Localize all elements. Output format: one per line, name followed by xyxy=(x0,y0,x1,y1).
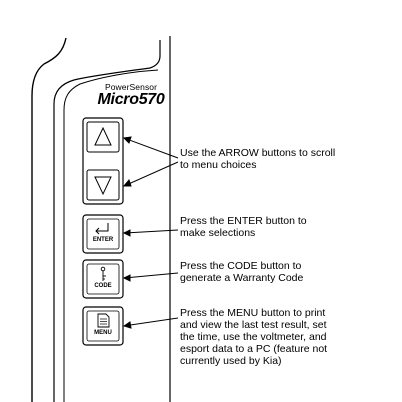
callout-lines xyxy=(122,136,179,329)
callout-arrows: Use the ARROW buttons to scroll to menu … xyxy=(180,147,402,171)
device-inner-outline-2 xyxy=(63,69,159,402)
brand-model: Micro570 xyxy=(97,91,165,108)
code-button-label: CODE xyxy=(94,283,112,289)
callout-menu-line2: and view the last test result, set xyxy=(180,319,327,331)
callout-code: Press the CODE button to generate a Warr… xyxy=(180,260,402,284)
callout-enter: Press the ENTER button to make selection… xyxy=(180,215,402,239)
callout-code-line2: generate a Warranty Code xyxy=(180,272,304,284)
menu-button-label: MENU xyxy=(94,330,112,336)
callout-arrows-line1: Use the ARROW buttons to scroll xyxy=(180,147,336,159)
code-key-icon xyxy=(100,266,106,281)
device-outer-outline xyxy=(31,37,67,402)
enter-button-label: ENTER xyxy=(92,237,114,243)
callout-enter-line1: Press the ENTER button to xyxy=(180,215,307,227)
callout-menu-line3: the time, use the voltmeter, and xyxy=(180,331,327,343)
down-arrow-icon xyxy=(94,176,112,196)
leader-down xyxy=(123,161,179,187)
up-arrow-icon xyxy=(94,126,112,146)
callout-menu-line5: currently used by Kia) xyxy=(180,355,282,367)
leader-enter xyxy=(123,229,179,234)
leader-code xyxy=(123,272,179,279)
enter-button[interactable] xyxy=(82,214,124,254)
callout-enter-line2: make selections xyxy=(180,227,256,239)
callout-arrows-line2: to menu choices xyxy=(180,159,257,171)
device-inner-outline xyxy=(53,40,161,402)
document-icon xyxy=(97,313,110,328)
callout-menu-line1: Press the MENU button to print xyxy=(180,307,326,319)
callout-menu-line4: esport data to a PC (feature not xyxy=(180,343,328,355)
enter-return-icon xyxy=(95,223,109,235)
callout-code-line1: Press the CODE button to xyxy=(180,260,302,272)
callout-menu: Press the MENU button to print and view … xyxy=(180,307,402,367)
leader-menu xyxy=(123,317,179,327)
brand-subtitle: PowerSensor xyxy=(104,82,158,92)
leader-up xyxy=(123,137,179,159)
